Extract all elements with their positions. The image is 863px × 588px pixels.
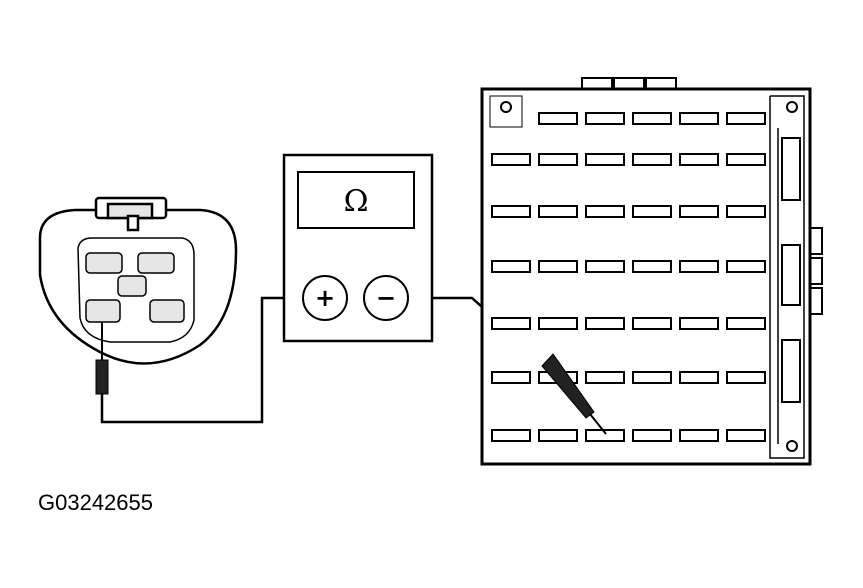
fuse-slot [538, 112, 578, 125]
mounting-hole [500, 101, 512, 113]
figure-id-label: G03242655 [38, 490, 153, 515]
fuse-box-outline [480, 87, 812, 466]
display-ohm-symbol: Ω [344, 184, 369, 219]
fuse-slot [632, 260, 672, 273]
fuse-slot [585, 317, 625, 330]
mounting-hole [786, 101, 798, 113]
fuse-slot [679, 429, 719, 442]
fuse-slot [726, 112, 766, 125]
fuse-box-icon [480, 77, 823, 466]
fuse-slot [491, 205, 531, 218]
side-connector [781, 137, 801, 201]
test-probe-icon [95, 322, 109, 395]
fuse-box-inner-border [489, 95, 523, 128]
multimeter-icon: Ω + − [282, 153, 434, 343]
fuse-slot [491, 317, 531, 330]
fuse-slot [632, 112, 672, 125]
fuse-slot [679, 260, 719, 273]
connector-pin [85, 299, 121, 323]
connector-pin [149, 299, 185, 323]
fuse-slot [726, 317, 766, 330]
fuse-slot [585, 205, 625, 218]
fuse-slot [491, 429, 531, 442]
fuse-slot [538, 205, 578, 218]
connector-latch-bar [126, 214, 140, 232]
side-connector [781, 339, 801, 403]
fuse-slot [726, 260, 766, 273]
connector-pin [117, 275, 147, 297]
fuse-slot [632, 429, 672, 442]
fuse-slot [538, 153, 578, 166]
fuse-slot [632, 153, 672, 166]
fuse-slot [726, 153, 766, 166]
fuse-slot [679, 205, 719, 218]
fuse-slot [491, 153, 531, 166]
multimeter-display [297, 171, 415, 229]
fuse-slot [491, 371, 531, 384]
fuse-slot [679, 153, 719, 166]
connector-icon [38, 196, 238, 365]
negative-terminal-label: − [376, 284, 396, 312]
test-probe-icon [541, 353, 607, 435]
fuse-slot [679, 317, 719, 330]
mounting-hole [786, 440, 798, 452]
fuse-slot [538, 317, 578, 330]
positive-terminal [302, 275, 348, 321]
fuse-slot [726, 205, 766, 218]
fuse-slot [585, 260, 625, 273]
fuse-slot [491, 260, 531, 273]
connector-pin [137, 252, 175, 274]
fuse-slot [585, 112, 625, 125]
fuse-slot [726, 429, 766, 442]
positive-terminal-label: + [315, 284, 335, 312]
fuse-slot [585, 429, 625, 442]
fuse-slot [538, 260, 578, 273]
side-connector [781, 244, 801, 306]
fuse-slot [632, 317, 672, 330]
fuse-slot [679, 371, 719, 384]
negative-terminal [363, 275, 409, 321]
fuse-slot [585, 371, 625, 384]
fuse-slot [726, 371, 766, 384]
fuse-slot [679, 112, 719, 125]
positive-lead-wire [100, 296, 302, 424]
fuse-box-right-strip [769, 95, 805, 459]
fuse-slot [632, 371, 672, 384]
fuse-slot [632, 205, 672, 218]
connector-pin [85, 252, 123, 274]
fuse-slot [538, 429, 578, 442]
fuse-slot [585, 153, 625, 166]
